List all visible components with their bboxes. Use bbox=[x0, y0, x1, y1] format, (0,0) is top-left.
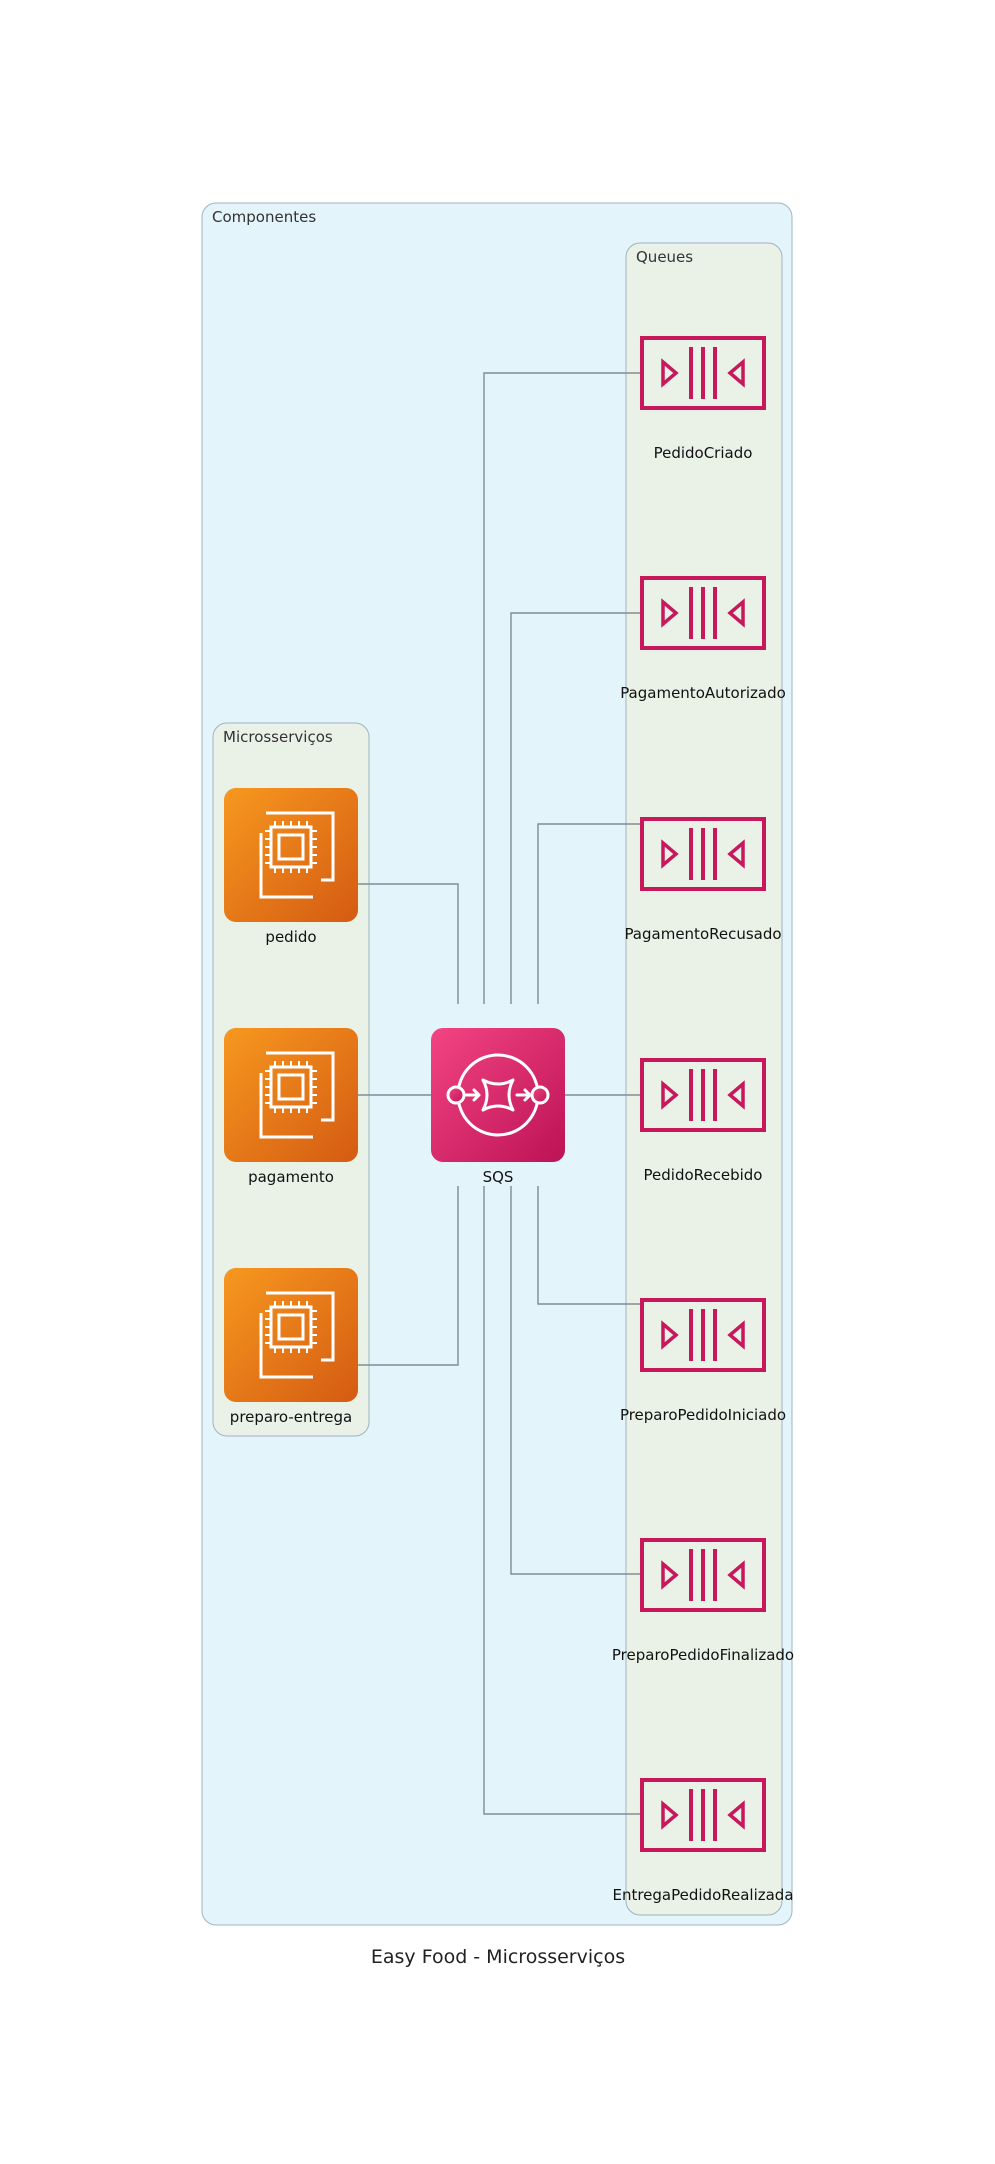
node-pedidocriado[interactable]: PedidoCriado bbox=[640, 336, 766, 462]
service-label: preparo-entrega bbox=[230, 1408, 352, 1426]
edges bbox=[358, 372, 640, 1815]
node-preparopedidoiniciado[interactable]: PreparoPedidoIniciado bbox=[620, 1298, 786, 1424]
node-preparo-entrega[interactable]: preparo-entrega bbox=[224, 1268, 358, 1426]
cluster-componentes-label: Componentes bbox=[212, 208, 316, 226]
ec2-instance-icon bbox=[224, 788, 358, 922]
edge-sqs-pedidocriado bbox=[483, 372, 640, 1004]
sqs-queue-icon bbox=[640, 1538, 766, 1612]
ec2-instance-icon bbox=[224, 1268, 358, 1402]
edge-pedido-sqs bbox=[358, 883, 459, 1004]
queue-label: PagamentoAutorizado bbox=[620, 684, 786, 702]
sqs-queue-icon bbox=[640, 576, 766, 650]
queue-nodes: PedidoCriadoPagamentoAutorizadoPagamento… bbox=[612, 336, 794, 1904]
queue-label: PreparoPedidoIniciado bbox=[620, 1406, 786, 1424]
sqs-queue-icon bbox=[640, 1298, 766, 1372]
sqs-glyph bbox=[446, 1053, 550, 1137]
sqs-icon bbox=[431, 1028, 565, 1162]
ec2-glyph bbox=[259, 1291, 335, 1379]
edge-preparo-entrega-sqs bbox=[358, 1186, 459, 1366]
queue-label: PreparoPedidoFinalizado bbox=[612, 1646, 794, 1664]
sqs-queue-icon bbox=[640, 1778, 766, 1852]
cluster-queues-label: Queues bbox=[636, 248, 693, 266]
sqs-queue-icon bbox=[640, 817, 766, 891]
diagram-title: Easy Food - Microsserviços bbox=[371, 1946, 625, 1968]
cluster-microsservicos-label: Microsserviços bbox=[223, 728, 333, 746]
sqs-queue-icon bbox=[640, 336, 766, 410]
edge-sqs-preparopedidofinalizado bbox=[510, 1186, 640, 1575]
node-pedido[interactable]: pedido bbox=[224, 788, 358, 946]
ec2-glyph bbox=[259, 811, 335, 899]
queue-label: PagamentoRecusado bbox=[624, 925, 781, 943]
service-label: pagamento bbox=[248, 1168, 334, 1186]
ec2-glyph bbox=[259, 1051, 335, 1139]
queue-label: PedidoCriado bbox=[654, 444, 753, 462]
edge-sqs-pagamentoautorizado bbox=[510, 612, 640, 1004]
node-pedidorecebido[interactable]: PedidoRecebido bbox=[640, 1058, 766, 1184]
queue-label: PedidoRecebido bbox=[644, 1166, 763, 1184]
edge-sqs-entregapedidorealizada bbox=[483, 1186, 640, 1815]
node-sqs[interactable]: SQS bbox=[431, 1028, 565, 1186]
node-pagamentoautorizado[interactable]: PagamentoAutorizado bbox=[620, 576, 786, 702]
sqs-label: SQS bbox=[483, 1168, 514, 1186]
service-label: pedido bbox=[265, 928, 316, 946]
node-preparopedidofinalizado[interactable]: PreparoPedidoFinalizado bbox=[612, 1538, 794, 1664]
node-pagamentorecusado[interactable]: PagamentoRecusado bbox=[624, 817, 782, 943]
node-pagamento[interactable]: pagamento bbox=[224, 1028, 358, 1186]
ec2-instance-icon bbox=[224, 1028, 358, 1162]
sqs-queue-icon bbox=[640, 1058, 766, 1132]
edge-sqs-preparopedidoiniciado bbox=[537, 1186, 640, 1305]
queue-label: EntregaPedidoRealizada bbox=[612, 1886, 793, 1904]
service-nodes: pedido pagamento preparo-entrega bbox=[224, 788, 358, 1426]
edge-sqs-pagamentorecusado bbox=[537, 823, 640, 1004]
node-entregapedidorealizada[interactable]: EntregaPedidoRealizada bbox=[612, 1778, 794, 1904]
